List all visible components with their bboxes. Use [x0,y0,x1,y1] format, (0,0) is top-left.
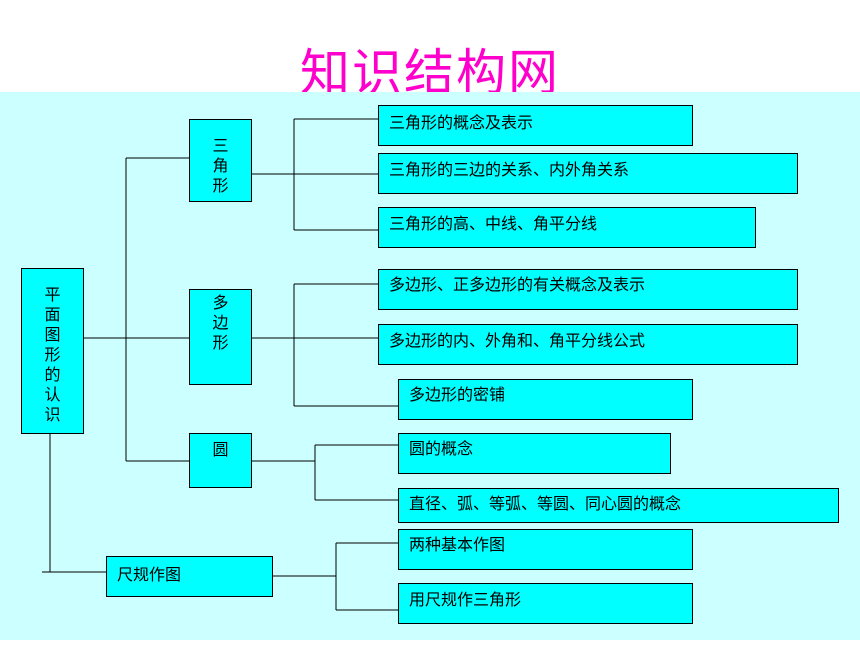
branch-polygon-label: 多边形 [212,293,229,352]
leaf-label: 多边形的密铺 [409,385,506,404]
leaf-label: 多边形、正多边形的有关概念及表示 [389,275,646,294]
leaf-label: 三角形的高、中线、角平分线 [389,214,598,233]
leaf-polygon-2: 多边形的内、外角和、角平分线公式 [378,324,798,365]
leaf-label: 多边形的内、外角和、角平分线公式 [389,331,646,350]
leaf-triangle-2: 三角形的三边的关系、内外角关系 [378,153,798,194]
leaf-label: 直径、弧、等弧、等圆、同心圆的概念 [409,494,682,513]
leaf-polygon-3: 多边形的密铺 [398,379,693,420]
leaf-circle-1: 圆的概念 [398,433,671,474]
leaf-triangle-1: 三角形的概念及表示 [378,105,693,146]
leaf-label: 三角形的概念及表示 [389,113,534,132]
root-label: 平面图形的认识 [44,285,61,424]
leaf-label: 用尺规作三角形 [409,590,522,609]
leaf-polygon-1: 多边形、正多边形的有关概念及表示 [378,269,798,310]
branch-circle: 圆 [189,433,252,488]
branch-triangle: 三角形 [189,119,252,202]
root-node: 平面图形的认识 [21,268,84,434]
branch-construction: 尺规作图 [106,556,273,597]
leaf-label: 圆的概念 [409,439,474,458]
leaf-construction-2: 用尺规作三角形 [398,583,693,624]
branch-triangle-label: 三角形 [212,136,229,195]
leaf-label: 两种基本作图 [409,535,506,554]
branch-circle-label: 圆 [212,440,229,459]
branch-construction-label: 尺规作图 [117,565,182,584]
leaf-construction-1: 两种基本作图 [398,529,693,570]
leaf-circle-2: 直径、弧、等弧、等圆、同心圆的概念 [398,488,839,523]
leaf-triangle-3: 三角形的高、中线、角平分线 [378,207,756,248]
leaf-label: 三角形的三边的关系、内外角关系 [389,160,630,179]
branch-polygon: 多边形 [189,289,252,385]
